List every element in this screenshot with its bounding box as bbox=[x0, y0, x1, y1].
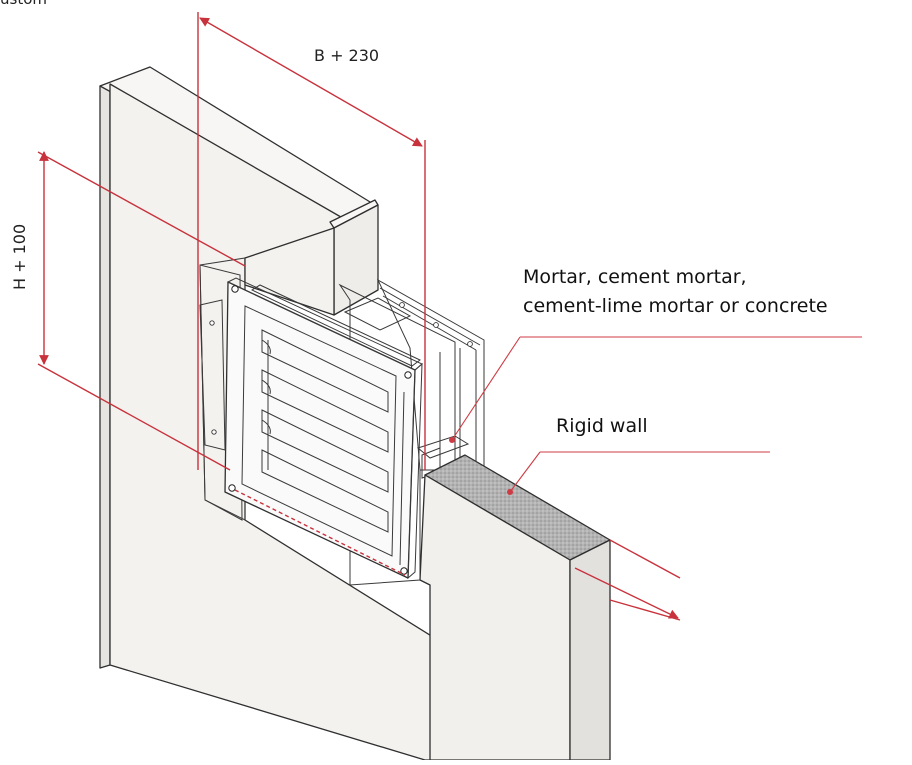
width-dimension-label: B + 230 bbox=[314, 46, 379, 65]
dashed-frame-line bbox=[234, 489, 406, 576]
rigid-wall-callout-leader bbox=[507, 451, 770, 495]
mortar-callout-leader bbox=[449, 336, 862, 443]
header-fragment: ustom bbox=[0, 0, 47, 8]
rigid-wall bbox=[419, 454, 611, 761]
dimension-height bbox=[37, 151, 246, 471]
damper-front-frame bbox=[199, 277, 423, 580]
dimension-depth bbox=[574, 539, 681, 621]
rigid-wall-label: Rigid wall bbox=[556, 415, 648, 437]
height-dimension-label: H + 100 bbox=[10, 224, 29, 290]
mortar-label-line1: Mortar, cement mortar, bbox=[523, 266, 747, 288]
mortar-label-line2: cement-lime mortar or concrete bbox=[523, 295, 828, 317]
upper-block bbox=[244, 199, 379, 316]
dimension-width bbox=[197, 12, 426, 470]
damper-blades bbox=[261, 329, 389, 533]
